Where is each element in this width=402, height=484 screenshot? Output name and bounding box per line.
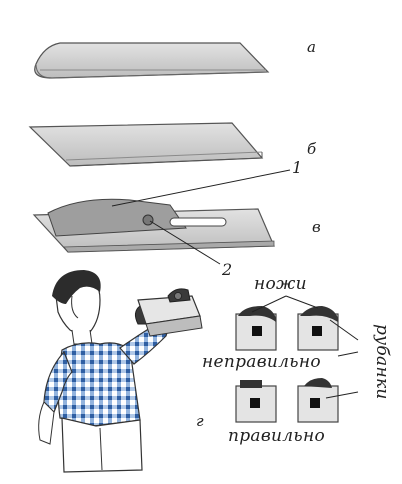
plane-icon xyxy=(134,288,203,337)
label-g: г xyxy=(196,412,204,430)
word-knives: ножи xyxy=(254,274,307,294)
blade-v-icon xyxy=(32,169,291,265)
plane-correct-right xyxy=(297,378,339,423)
label-a: а xyxy=(307,38,316,56)
label-v: в xyxy=(312,218,321,236)
callout-1: 1 xyxy=(292,158,303,177)
worker-icon xyxy=(38,270,171,473)
word-planes: рубанки xyxy=(372,324,392,400)
word-correct: правильно xyxy=(228,426,326,446)
callout-2: 2 xyxy=(222,260,233,279)
plane-correct-left xyxy=(235,380,277,423)
leader-lines xyxy=(251,295,359,399)
blade-a-icon xyxy=(34,42,270,79)
label-b: б xyxy=(307,140,317,158)
plane-incorrect-right xyxy=(297,306,339,351)
plane-incorrect-left xyxy=(235,306,277,351)
word-incorrect: неправильно xyxy=(202,352,321,372)
blade-b-icon xyxy=(28,122,264,167)
